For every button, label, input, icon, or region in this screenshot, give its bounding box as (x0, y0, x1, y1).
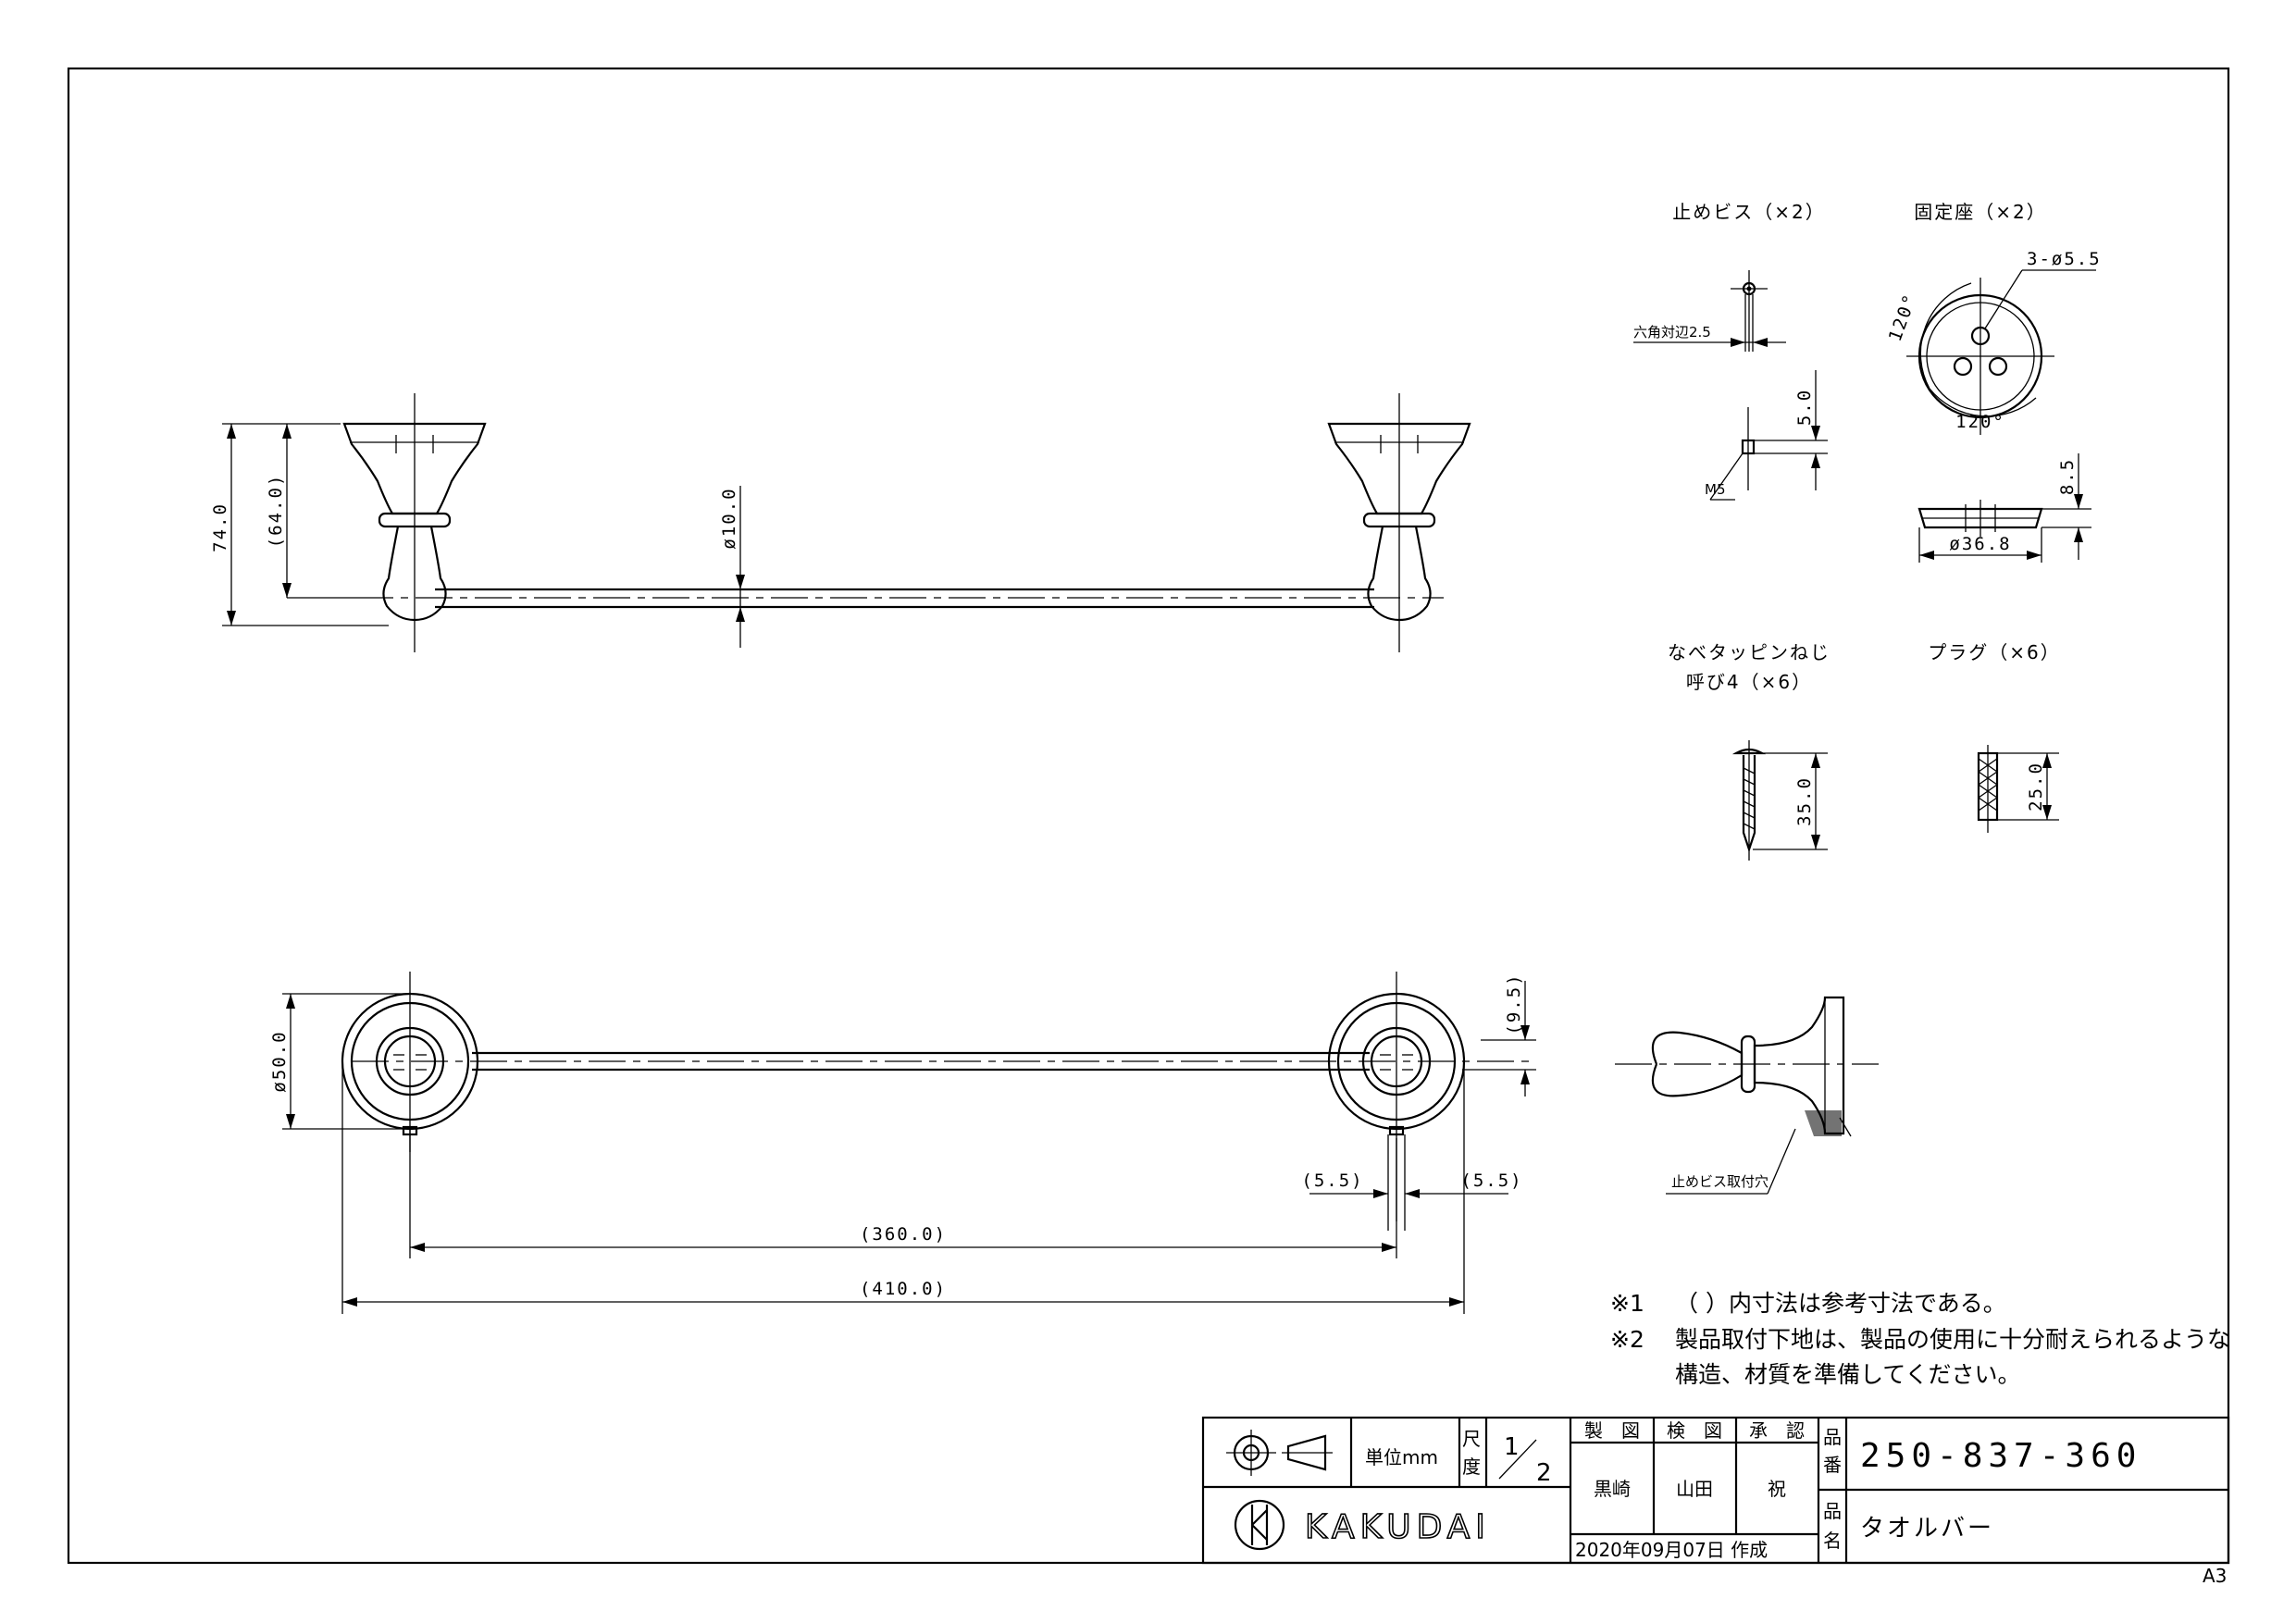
sheet-size: A3 (2203, 1565, 2227, 1587)
approved-name: 祝 (1768, 1478, 1786, 1500)
label-tapping-screw-1: なべタッピンねじ (1668, 641, 1831, 663)
dim-360: (360.0) (860, 1224, 947, 1245)
label-fixing-seat: 固定座（×2） (1914, 201, 2046, 223)
side-view: 止めビス取付穴 (1615, 996, 1879, 1195)
top-view: ø50.0 (9.5) (5.5) (5.5) (360.0) (410.0) (269, 972, 1536, 1314)
kakudai-logo-icon (1234, 1499, 1285, 1551)
checked-name: 山田 (1676, 1478, 1713, 1500)
drawn-name: 黒崎 (1594, 1478, 1631, 1500)
dim-64: (64.0) (266, 474, 286, 549)
dim-3-phi5-5: 3-ø5.5 (2027, 249, 2102, 269)
label-stop-screw: 止めビス（×2） (1672, 201, 1825, 223)
dim-5-5-right: (5.5) (1460, 1171, 1522, 1191)
label-stop-screw-hole: 止めビス取付穴 (1671, 1173, 1769, 1190)
scale-denominator: 2 (1536, 1459, 1555, 1487)
date: 2020年09月07日 作成 (1575, 1539, 1768, 1561)
checked-label: 検 図 (1667, 1419, 1722, 1442)
note-1-text: （ ）内寸法は参考寸法である。 (1675, 1290, 2006, 1317)
part-plug: プラグ（×6） 25.0 (1928, 641, 2060, 833)
note-2-mark: ※2 (1610, 1326, 1644, 1353)
part-stop-screw: 止めビス（×2） 六角対辺2.5 5.0 M5 (1633, 201, 1828, 501)
label-plug: プラグ（×6） (1928, 641, 2060, 663)
company-name: KAKUDAI (1305, 1508, 1491, 1546)
front-view: 74.0 (64.0) ø10.0 (210, 393, 1471, 652)
dim-8-5: 8.5 (2057, 458, 2078, 495)
title-block: 単位mm 尺 度 1 2 製 図 検 図 承 認 黒崎 山田 祝 2020年09… (1201, 1416, 2230, 1565)
dim-120-a: 120° (1885, 291, 1921, 344)
dim-410: (410.0) (860, 1279, 947, 1299)
dim-5: 5.0 (1794, 389, 1815, 426)
note-2-line-2: 構造、材質を準備してください。 (1675, 1361, 2021, 1388)
note-1-mark: ※1 (1610, 1290, 1644, 1317)
scale-numerator: 1 (1504, 1433, 1522, 1461)
dim-hex: 六角対辺2.5 (1633, 324, 1711, 341)
unit-label: 単位mm (1365, 1446, 1438, 1468)
note-2-line-1: 製品取付下地は、製品の使用に十分耐えられるような (1675, 1326, 2230, 1353)
label-tapping-screw-2: 呼び4（×6） (1686, 671, 1812, 693)
part-name: タオルバー (1860, 1515, 1994, 1542)
part-no-label-2: 番 (1823, 1454, 1842, 1476)
dim-phi50: ø50.0 (269, 1030, 290, 1092)
dim-9-5: (9.5) (1504, 973, 1524, 1035)
drawing-border (67, 67, 2230, 1565)
part-name-label-2: 名 (1823, 1530, 1842, 1552)
notes: ※1 （ ）内寸法は参考寸法である。 ※2 製品取付下地は、製品の使用に十分耐え… (1610, 1290, 2230, 1388)
dim-5-5-left: (5.5) (1301, 1171, 1363, 1191)
left-bracket (342, 393, 487, 652)
dim-25: 25.0 (2026, 762, 2046, 812)
part-fixing-seat: 固定座（×2） 3-ø5.5 120° 120° 8.5 ø36.8 (1885, 201, 2102, 563)
part-no-label-1: 品 (1823, 1426, 1842, 1448)
dim-74: 74.0 (210, 502, 230, 552)
scale-label-2: 度 (1462, 1456, 1481, 1478)
right-bracket (1327, 393, 1471, 652)
dim-m5: M5 (1705, 481, 1726, 498)
dim-120-b: 120° (1955, 412, 2005, 432)
dim-35: 35.0 (1794, 776, 1815, 826)
approved-label: 承 認 (1749, 1419, 1805, 1442)
part-tapping-screw: なべタッピンねじ 呼び4（×6） 35.0 (1668, 641, 1831, 861)
part-name-label-1: 品 (1823, 1500, 1842, 1522)
right-rosette (1327, 972, 1466, 1231)
drawn-label: 製 図 (1584, 1419, 1640, 1442)
scale-label-1: 尺 (1462, 1428, 1481, 1450)
projection-symbol-icon (1226, 1430, 1333, 1476)
part-number: 250-837-360 (1860, 1437, 2141, 1475)
dim-phi36-8: ø36.8 (1949, 534, 2011, 554)
dim-phi10: ø10.0 (719, 487, 739, 549)
